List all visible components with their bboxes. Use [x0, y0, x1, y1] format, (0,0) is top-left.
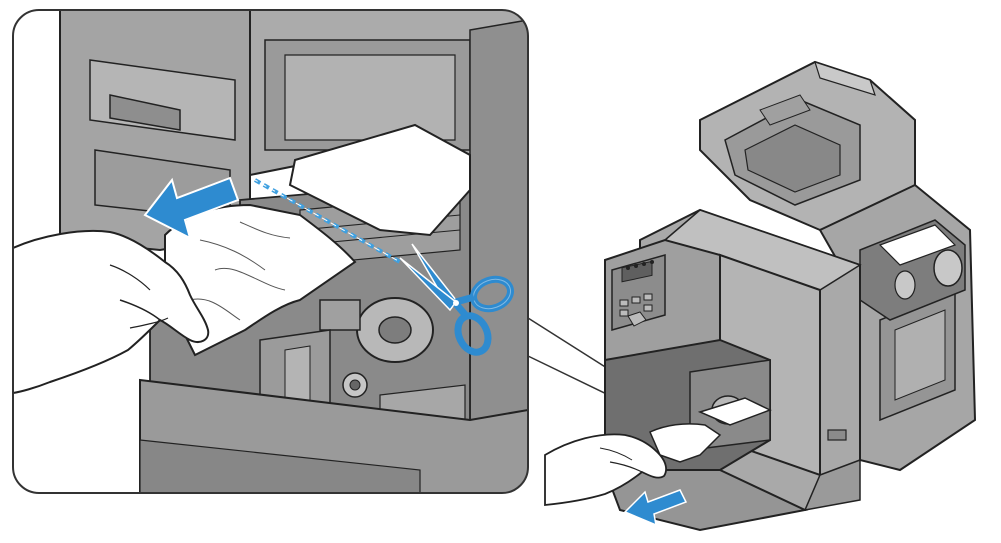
paper-sheet-clean-small [697, 397, 772, 426]
panel-led [650, 260, 654, 264]
printer-icon [603, 60, 977, 532]
panel-button [619, 299, 629, 307]
arrow-left-icon [143, 176, 240, 240]
panel-button [619, 309, 629, 317]
control-panel [611, 254, 666, 331]
arrow-left-icon-small [623, 489, 688, 527]
hand-icon-small [544, 433, 667, 506]
panel-button [643, 293, 653, 301]
panel-button [643, 304, 653, 312]
panel-led [642, 262, 646, 266]
panel-led [634, 264, 638, 268]
panel-button [631, 296, 641, 304]
paper-sheet-clean [288, 123, 471, 237]
printer-right-body [818, 183, 977, 472]
printer-output-area [603, 338, 861, 532]
printer-base [139, 378, 528, 493]
paper-sheet-jammed-small [649, 423, 722, 463]
hand-icon [13, 229, 210, 395]
side-handle [827, 429, 847, 441]
cut-line [254, 178, 401, 264]
callout-frame [12, 9, 529, 494]
zoomed-callout [12, 9, 671, 494]
panel-dpad [627, 311, 647, 327]
scissors-icon [399, 243, 514, 356]
printer-top-cover-open [699, 60, 916, 232]
panel-led [626, 266, 630, 270]
